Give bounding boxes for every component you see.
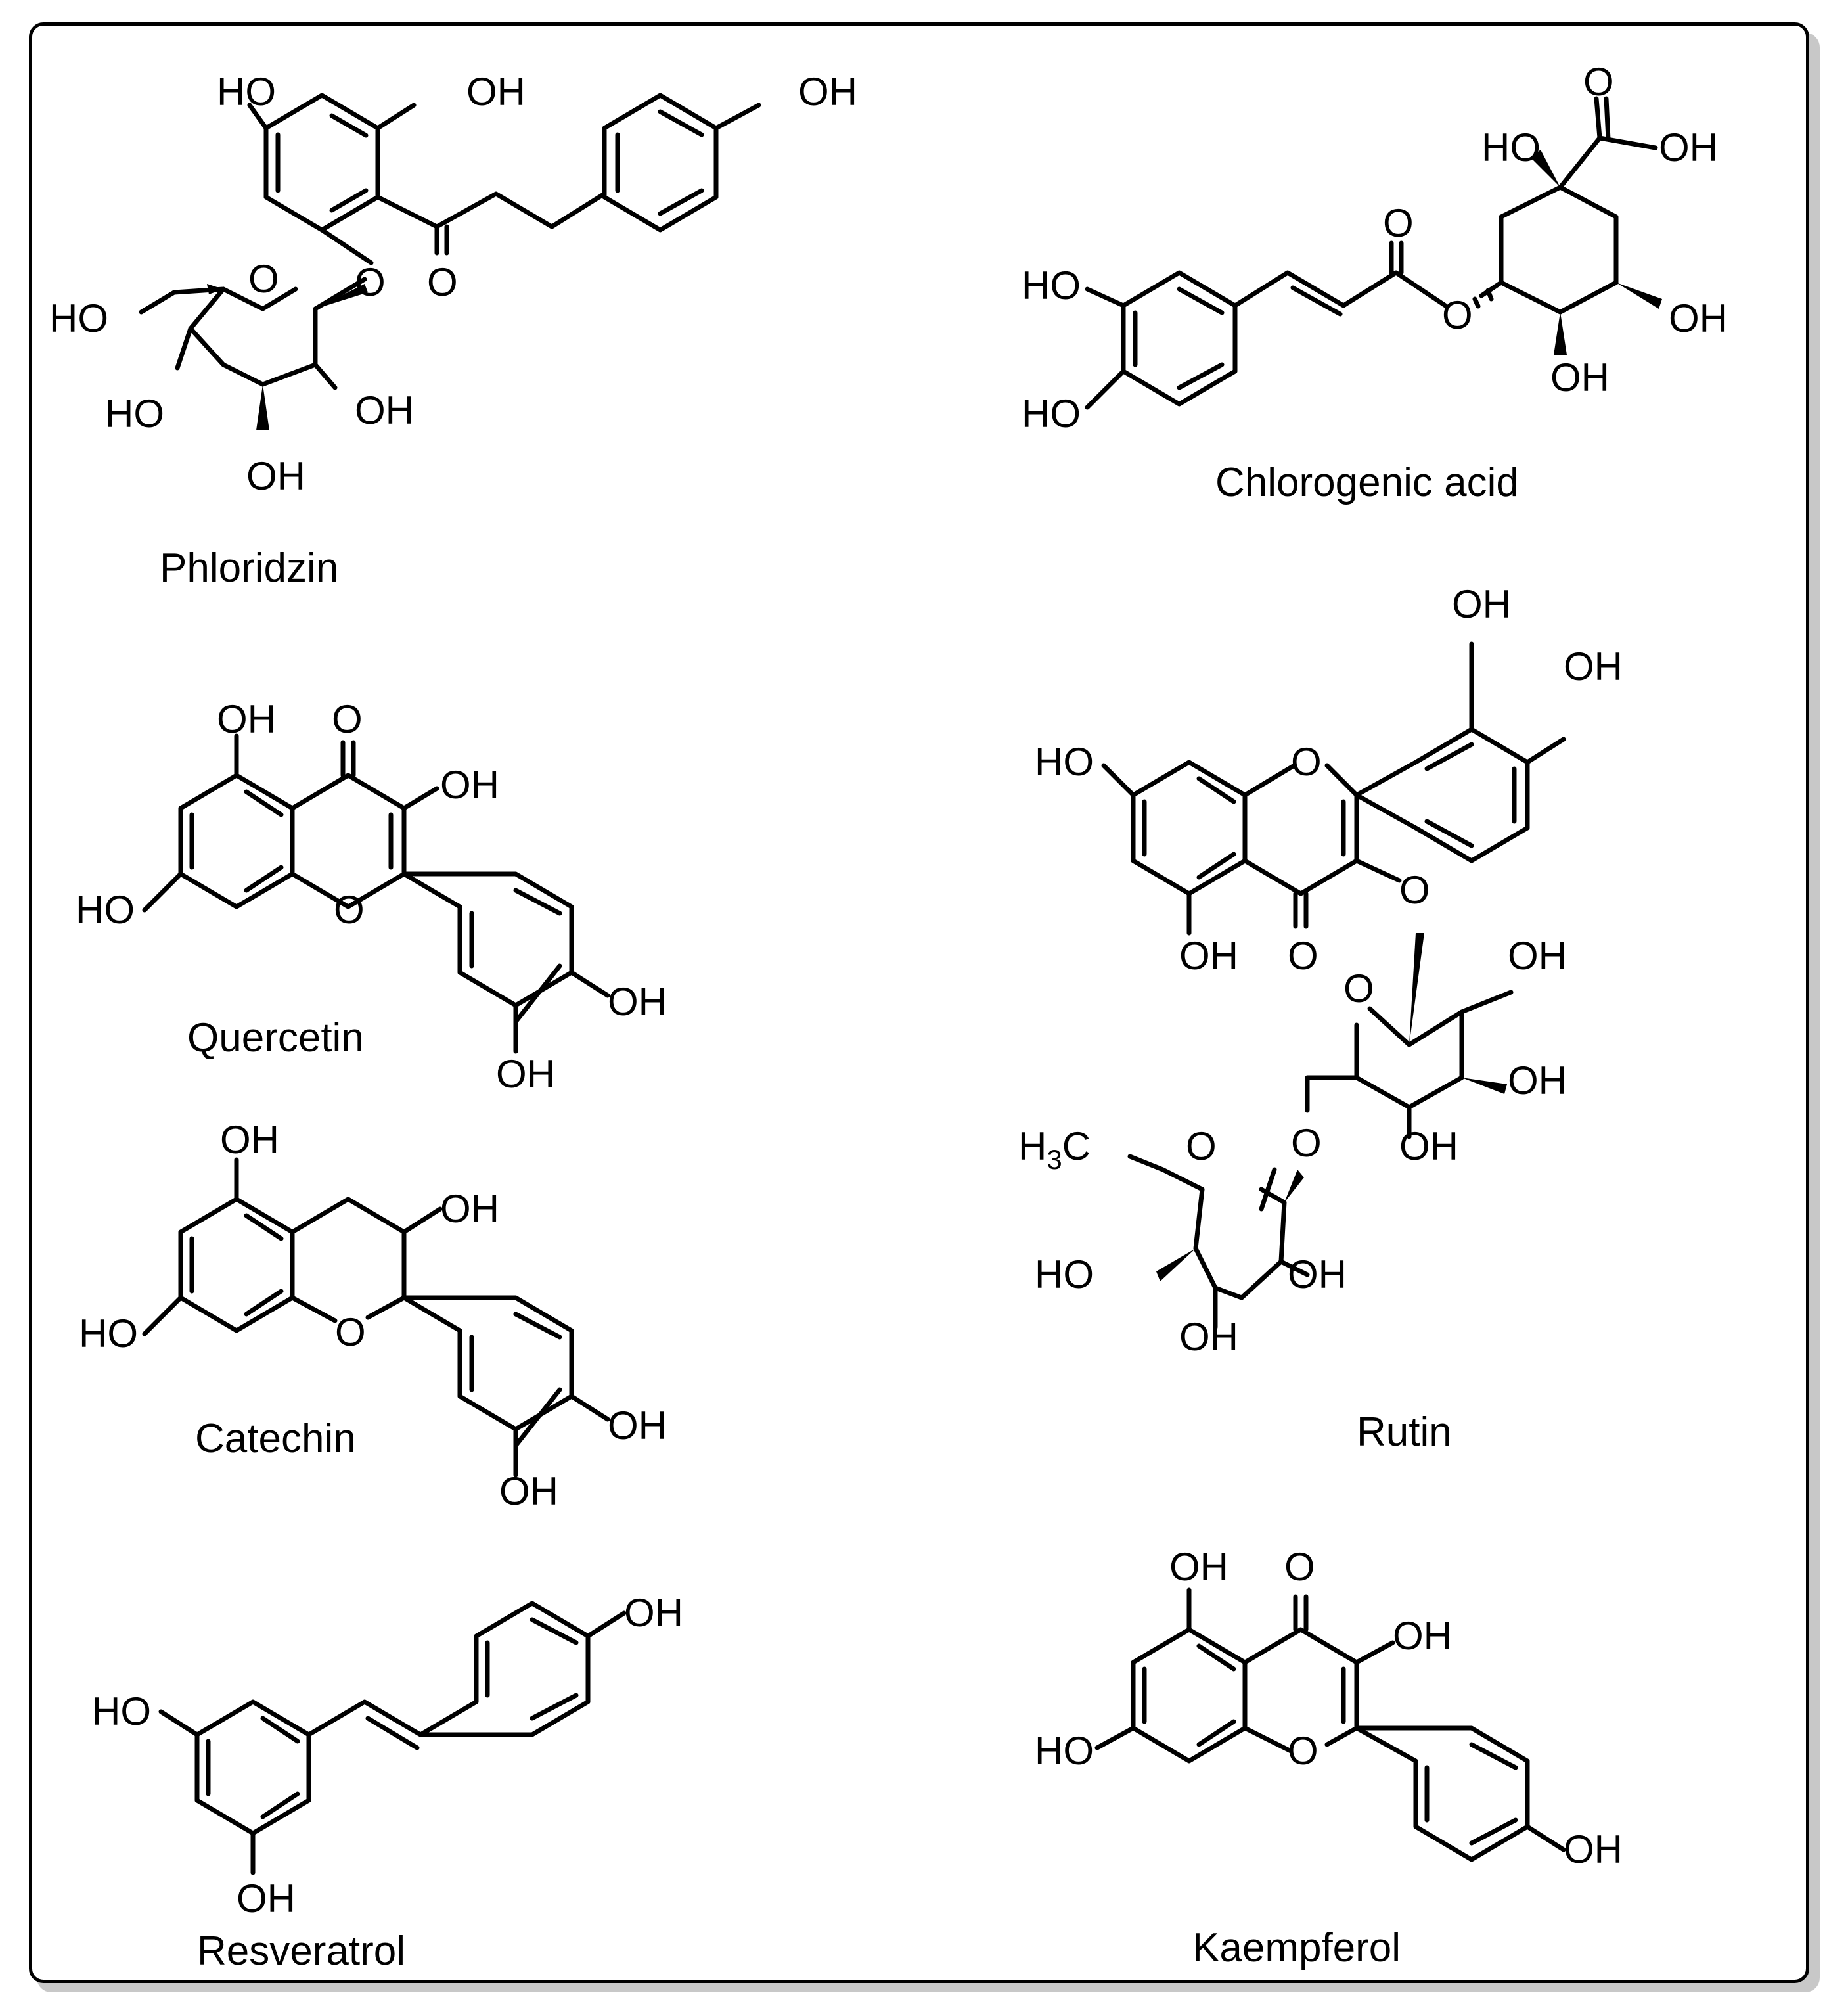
atom-label: OH <box>496 1052 555 1096</box>
atom-label: OH <box>1508 934 1567 978</box>
atom-label: OH <box>217 697 276 741</box>
atom-label: HO <box>1022 392 1081 436</box>
atom-label: OH <box>608 1404 667 1448</box>
compound-name: Quercetin <box>187 1015 364 1061</box>
atom-label: OH <box>440 763 499 807</box>
atom-label: OH <box>798 70 857 114</box>
atom-label: OH <box>355 388 414 432</box>
molecule-kaempferol: OH O OH HO O OH Kaempferol <box>1035 1545 1623 1971</box>
atom-label: OH <box>1169 1545 1228 1589</box>
atom-label: OH <box>1508 1059 1567 1103</box>
atom-label: O <box>1186 1124 1217 1168</box>
atom-label: HO <box>1035 1729 1094 1773</box>
atom-label: OH <box>624 1591 683 1635</box>
compound-name: Phloridzin <box>160 545 338 591</box>
molecule-catechin: OH OH HO O OH OH Catechin <box>79 1118 667 1513</box>
atom-label: OH <box>440 1187 499 1231</box>
atom-label: O <box>1383 201 1414 245</box>
atom-label: OH <box>499 1469 558 1513</box>
compound-name: Resveratrol <box>197 1929 405 1974</box>
atom-label: HO <box>49 296 108 340</box>
atom-label: HO <box>79 1312 138 1356</box>
atom-label: OH <box>220 1118 279 1162</box>
molecule-phloridzin: HO OH OH O O O HO HO OH OH Phloridzin <box>49 70 857 591</box>
atom-label: O <box>1284 1545 1315 1589</box>
atom-label: OH <box>1564 1827 1623 1871</box>
atom-label: OH <box>1399 1124 1458 1168</box>
atom-label: O <box>427 260 458 304</box>
atom-label: HO <box>92 1689 151 1733</box>
figure-frame <box>29 22 1809 1983</box>
atom-label: O <box>248 257 279 301</box>
atom-label: OH <box>1550 355 1610 400</box>
atom-label: O <box>355 260 386 304</box>
atom-label: HO <box>1035 740 1094 784</box>
atom-label: HO <box>105 392 164 436</box>
atom-label: OH <box>1393 1614 1452 1658</box>
atom-label: OH <box>608 980 667 1024</box>
atom-label: OH <box>237 1877 296 1921</box>
atom-label: O <box>1288 934 1318 978</box>
atom-label: OH <box>1564 645 1623 689</box>
atom-label: OH <box>466 70 526 114</box>
atom-label: O <box>1399 868 1430 912</box>
molecule-resveratrol: HO OH OH Resveratrol <box>92 1591 683 1974</box>
atom-label: OH <box>1669 296 1728 340</box>
atom-label: O <box>1288 1729 1318 1773</box>
molecule-quercetin: OH O OH HO O OH OH Quercetin <box>76 697 667 1096</box>
atom-label: OH <box>1659 126 1718 170</box>
atom-label: HO <box>217 70 276 114</box>
atom-label: O <box>335 1310 366 1354</box>
atom-label: OH <box>1452 582 1511 626</box>
atom-label: O <box>1583 60 1614 104</box>
atom-label: O <box>1442 293 1473 337</box>
molecule-chlorogenic-acid: HO HO O O O HO OH OH OH Chlorogenic acid <box>1022 60 1728 505</box>
atom-label: OH <box>1179 934 1238 978</box>
atom-label: OH <box>1179 1315 1238 1359</box>
atom-label: O <box>332 697 363 741</box>
atom-label: OH <box>1288 1252 1347 1296</box>
atom-label: O <box>1291 740 1322 784</box>
compound-name: Catechin <box>195 1416 356 1461</box>
atom-label: O <box>1343 967 1374 1011</box>
atom-label: HO <box>1022 263 1081 308</box>
compound-name: Kaempferol <box>1192 1925 1401 1971</box>
atom-label: OH <box>246 454 305 498</box>
compound-name: Chlorogenic acid <box>1215 460 1519 505</box>
atom-label: O <box>1291 1121 1322 1165</box>
atom-label: HO <box>1481 126 1541 170</box>
atom-label: HO <box>76 888 135 932</box>
atom-label: O <box>334 888 365 932</box>
atom-label: HO <box>1035 1252 1094 1296</box>
molecule-rutin: OH OH HO O O OH O O OH OH OH O H3C O HO … <box>1018 582 1623 1455</box>
compound-name: Rutin <box>1357 1409 1452 1455</box>
ch3-label: H3C <box>1018 1124 1091 1175</box>
